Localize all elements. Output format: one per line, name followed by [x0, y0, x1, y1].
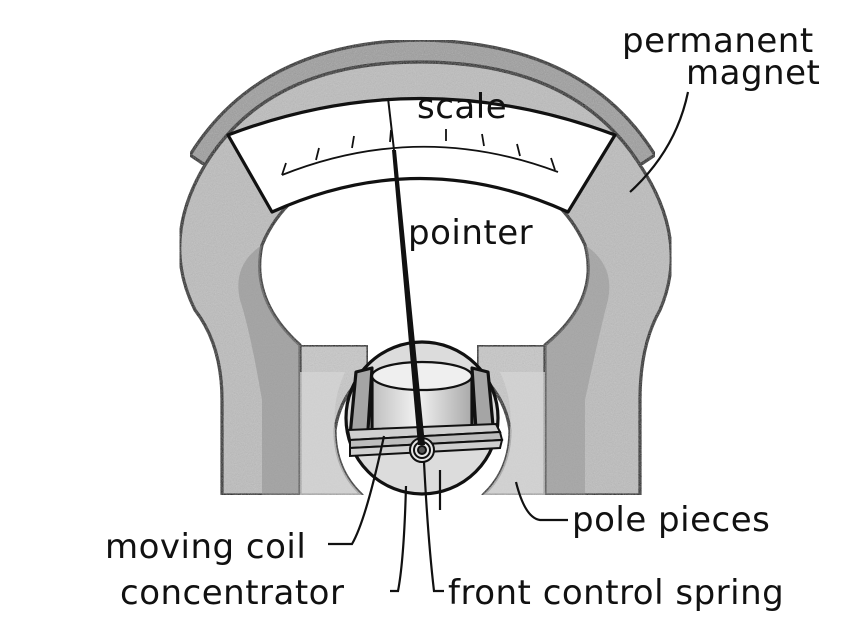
- pole-piece-right-face: [483, 372, 545, 495]
- scale-tick: [281, 162, 287, 176]
- scale-plate: [226, 96, 617, 214]
- scale-tick: [389, 129, 392, 143]
- leader-moving-coil: [328, 435, 386, 546]
- magnet-left-shade: [238, 245, 300, 495]
- label-magnet: magnet: [686, 53, 820, 93]
- core-assembly: [344, 340, 504, 510]
- pole-piece-left-face: [300, 372, 362, 495]
- concentrator-top: [370, 360, 474, 392]
- label-front-control-spring: front control spring: [448, 573, 784, 613]
- scale-face: [226, 96, 617, 214]
- scale-tick: [481, 133, 485, 147]
- pointer-tip: [387, 97, 395, 151]
- leader-lines: [328, 91, 690, 593]
- leader-pole-pieces: [514, 481, 568, 522]
- pole-pieces: [298, 343, 547, 497]
- magnet-right-shade: [545, 245, 610, 495]
- label-pointer: pointer: [408, 213, 533, 253]
- scale-ticks: [281, 129, 556, 176]
- label-concentrator: concentrator: [120, 573, 344, 613]
- scale-tick: [315, 147, 320, 161]
- label-scale: scale: [417, 87, 507, 127]
- leader-spring: [422, 461, 444, 593]
- scale-arc: [281, 145, 559, 176]
- pointer-needle: [392, 150, 425, 445]
- leader-concentrator: [390, 485, 408, 593]
- scale-tick: [516, 143, 521, 157]
- scale-tick: [351, 135, 355, 149]
- label-pole-pieces: pole pieces: [572, 500, 770, 540]
- label-moving-coil: moving coil: [105, 527, 306, 567]
- leader-magnet: [629, 91, 690, 193]
- scale-tick: [550, 157, 556, 171]
- spring-coil-inner: [417, 445, 427, 455]
- label-permanent: permanent: [622, 21, 814, 61]
